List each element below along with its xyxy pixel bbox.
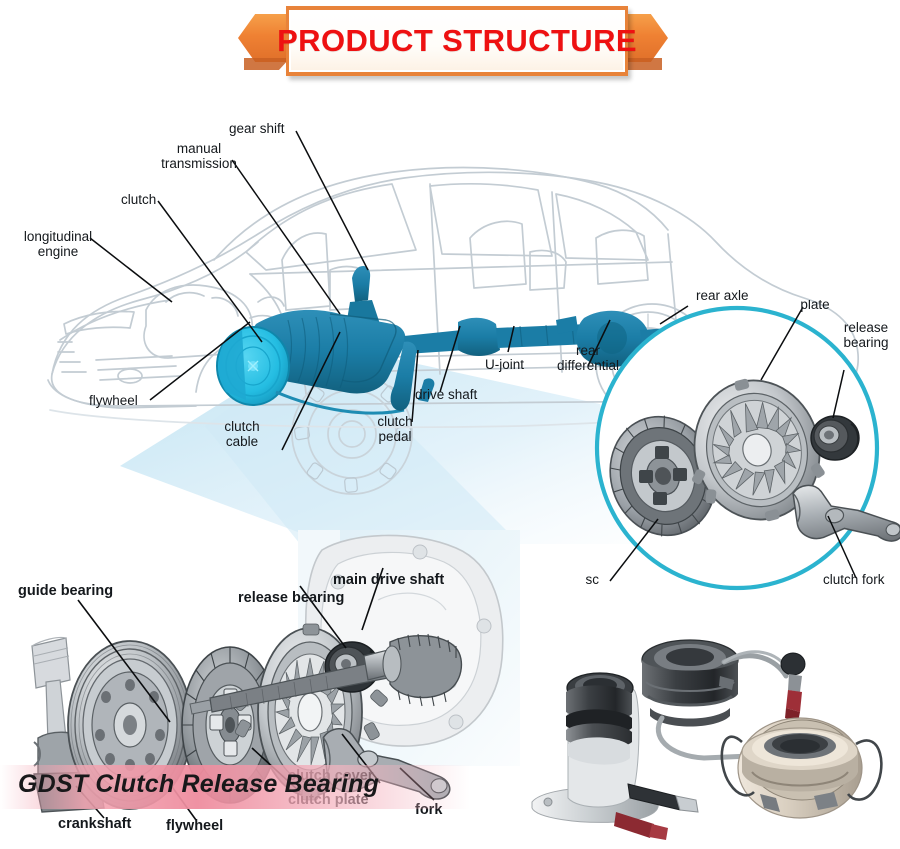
inset-label-release-bearing: release bearing bbox=[843, 320, 889, 350]
banner-plate-inner: PRODUCT STRUCTURE bbox=[277, 10, 637, 72]
explode-label-flywheel: flywheel bbox=[166, 818, 224, 834]
explode-label-crankshaft: crankshaft bbox=[58, 816, 132, 832]
car-label-drive-shaft: drive shaft bbox=[415, 387, 478, 402]
car-label-longitudinal-engine: longitudinal engine bbox=[23, 229, 93, 259]
inset-label-clutch-disc: clutch disc bbox=[585, 572, 600, 587]
car-label-rear-axle: rear axle bbox=[696, 288, 749, 303]
inset-label-clutch-fork: clutch fork bbox=[823, 572, 885, 587]
product-photo-art bbox=[531, 639, 883, 840]
car-diagram-art bbox=[47, 130, 859, 544]
exploded-view-art bbox=[31, 530, 520, 821]
car-label-rear-differential: rear differential bbox=[556, 343, 620, 373]
banner-plate: PRODUCT STRUCTURE bbox=[277, 6, 637, 76]
car-label-clutch-pedal: clutch pedal bbox=[377, 414, 413, 444]
car-label-flywheel: flywheel bbox=[89, 393, 138, 408]
product-photo-strip bbox=[490, 620, 900, 849]
inset-label-pressure-plate: pressure plate bbox=[800, 300, 830, 312]
clutch-inset-art bbox=[594, 305, 900, 591]
car-label-u-joint: U-joint bbox=[485, 357, 525, 372]
car-label-clutch: clutch bbox=[121, 192, 157, 207]
car-label-gear-shift: gear shift bbox=[229, 121, 285, 136]
product-caption: GDST Clutch Release Bearing bbox=[18, 770, 380, 798]
explode-label-guide-bearing: guide bearing bbox=[18, 583, 114, 599]
page-title-banner: PRODUCT STRUCTURE bbox=[238, 6, 668, 76]
clutch-exploded-diagram: guide bearing release bearing main drive… bbox=[0, 530, 520, 849]
explode-label-main-drive-shaft: main drive shaft bbox=[333, 572, 445, 588]
car-driveline-diagram: gear shift manual transmission clutch lo… bbox=[0, 74, 900, 544]
car-label-clutch-cable: clutch cable bbox=[224, 419, 260, 449]
page-title: PRODUCT STRUCTURE bbox=[277, 23, 637, 58]
product-caption-band bbox=[0, 765, 470, 809]
car-label-manual-transmission: manual transmission bbox=[161, 141, 237, 171]
banner-fold-left-icon bbox=[244, 58, 290, 70]
clutch-detail-inset: pressure plate release bearing clutch di… bbox=[585, 300, 900, 600]
explode-label-release-bearing: release bearing bbox=[238, 590, 345, 606]
